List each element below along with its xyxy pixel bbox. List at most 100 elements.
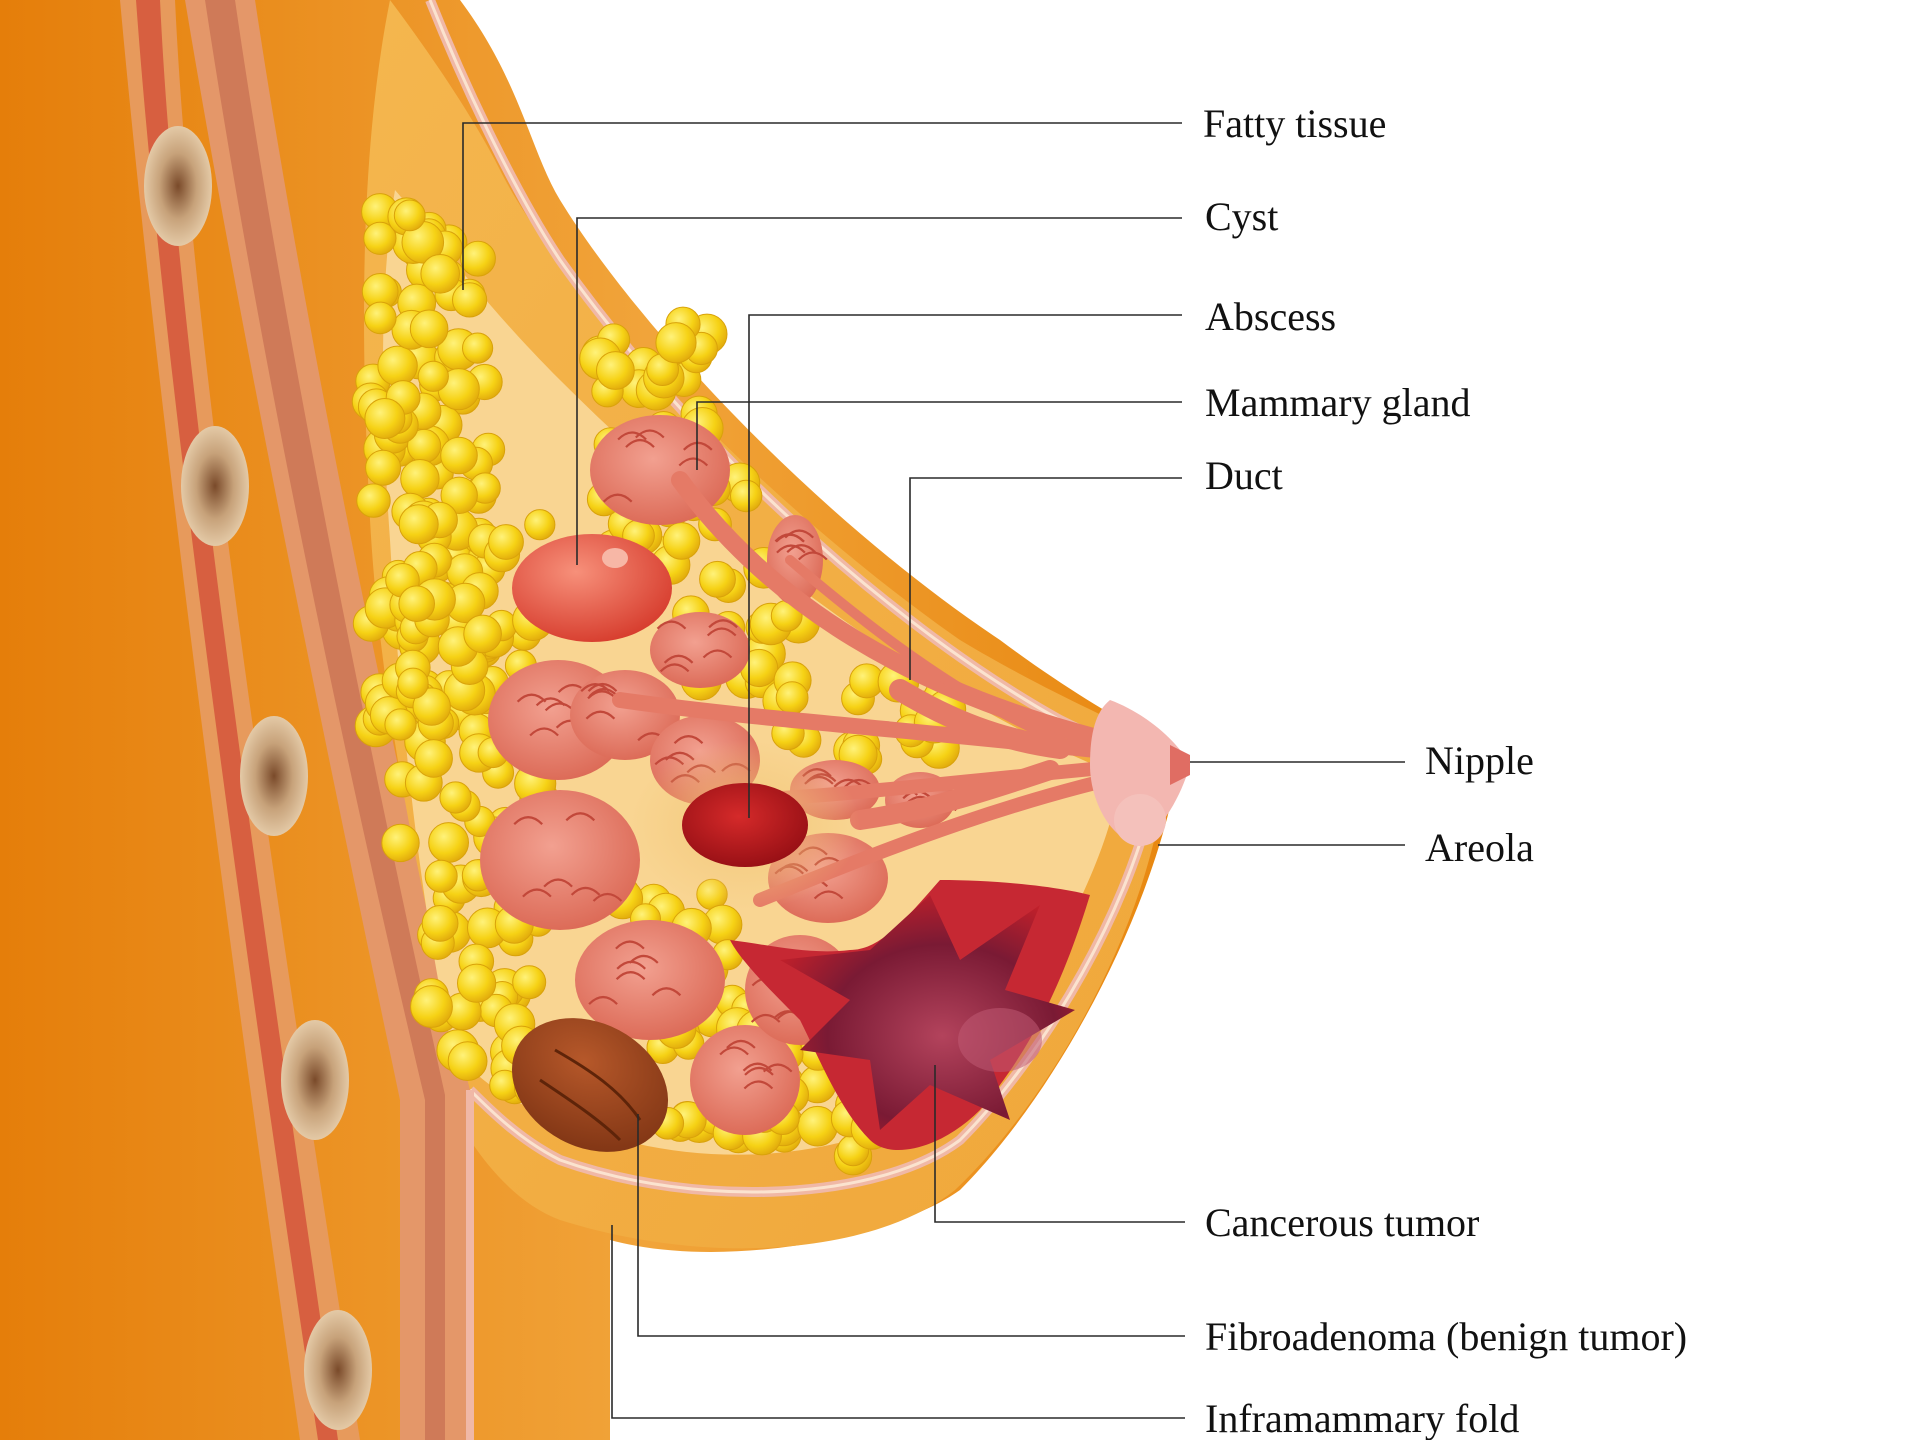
- label-fibroadenoma: Fibroadenoma (benign tumor): [1205, 1314, 1687, 1359]
- gland-texture: [615, 940, 645, 950]
- gland-texture: [651, 987, 682, 997]
- fat-lobule: [398, 504, 439, 545]
- label-abscess: Abscess: [1205, 294, 1336, 339]
- gland-texture: [742, 1062, 773, 1072]
- rib-bone: [144, 126, 212, 246]
- leader-fibroadenoma: [637, 1114, 1185, 1337]
- labels: Fatty tissue Cyst Abscess Mammary gland …: [1203, 101, 1687, 1440]
- gland-texture: [774, 533, 805, 543]
- fat-lobule: [797, 1105, 838, 1147]
- gland-texture: [629, 954, 659, 964]
- gland-texture: [565, 812, 596, 822]
- fat-lobule: [356, 483, 391, 518]
- fat-lobule: [397, 667, 429, 699]
- fat-lobule: [447, 1041, 488, 1081]
- fat-lobule: [439, 781, 472, 814]
- gland-texture: [588, 996, 618, 1005]
- nipple: [1170, 745, 1190, 785]
- gland-texture: [570, 886, 601, 896]
- gland-texture: [615, 971, 646, 981]
- rib-bone: [240, 716, 308, 836]
- pectoral-muscle: [185, 0, 470, 1440]
- cancerous-tumor: [730, 880, 1090, 1150]
- fat-lobule: [457, 963, 497, 1003]
- fat-lobule: [363, 221, 397, 255]
- fat-lobule: [488, 524, 524, 560]
- gland-texture: [726, 1039, 756, 1049]
- gland-texture: [659, 663, 690, 673]
- leader-cancerous-tumor: [934, 1065, 1185, 1223]
- gland-texture: [743, 1080, 774, 1090]
- fat-lobule: [452, 282, 488, 318]
- label-cyst: Cyst: [1205, 194, 1278, 239]
- fat-lobule: [420, 253, 461, 294]
- gland-texture: [702, 649, 733, 659]
- fat-lobule: [398, 585, 436, 623]
- rib-bone: [181, 426, 249, 546]
- fat-lobule: [512, 965, 547, 1000]
- gland-texture: [543, 878, 573, 888]
- fat-lobule: [699, 560, 736, 598]
- gland-lobe: [575, 920, 725, 1040]
- label-inframammary-fold: Inframammary fold: [1205, 1396, 1519, 1440]
- fat-lobule: [364, 301, 397, 335]
- label-cancerous-tumor: Cancerous tumor: [1205, 1200, 1479, 1245]
- gland-texture: [663, 654, 694, 664]
- gland-texture: [673, 735, 704, 745]
- gland-texture: [535, 697, 566, 707]
- fat-lobule: [655, 322, 697, 364]
- rib-bone: [304, 1310, 372, 1430]
- fat-lobule: [365, 449, 402, 486]
- fat-lobule: [410, 985, 453, 1028]
- fat-lobule: [393, 199, 426, 232]
- cyst: [512, 534, 672, 642]
- fat-lobule: [440, 436, 478, 475]
- gland-lobe: [690, 1025, 800, 1135]
- gland-texture: [522, 888, 552, 898]
- gland-texture: [744, 1066, 774, 1076]
- fat-lobule: [364, 398, 406, 439]
- gland-texture: [585, 710, 616, 720]
- fat-lobule: [377, 345, 418, 386]
- rib-bone: [281, 1020, 349, 1140]
- gland-texture: [592, 892, 623, 902]
- leader-cyst: [576, 217, 1182, 565]
- leader-mammary-gland: [696, 401, 1182, 470]
- gland-lobe: [480, 790, 640, 930]
- fat-lobule: [381, 823, 420, 863]
- fat-lobule: [596, 351, 635, 390]
- fat-lobule: [412, 687, 451, 726]
- gland-texture: [813, 890, 844, 900]
- gland-texture: [656, 620, 687, 630]
- gland-texture: [708, 619, 738, 629]
- gland-texture: [776, 544, 806, 554]
- abscess: [630, 740, 860, 910]
- gland-texture: [587, 683, 618, 692]
- fat-lobule: [414, 739, 453, 778]
- leader-abscess: [748, 314, 1182, 818]
- gland-texture: [625, 439, 655, 448]
- gland-texture: [635, 429, 665, 439]
- gland-lobe: [650, 612, 750, 688]
- fat-lobule: [400, 459, 440, 499]
- gland-texture: [602, 493, 633, 503]
- gland-texture: [529, 727, 559, 737]
- gland-texture: [617, 431, 647, 441]
- fat-lobule: [421, 905, 459, 942]
- fat-lobule: [524, 509, 556, 541]
- gland-texture: [513, 816, 543, 826]
- gland-texture: [786, 544, 816, 554]
- areola: [1090, 700, 1190, 846]
- fat-lobule: [424, 859, 458, 893]
- gland-texture: [798, 551, 828, 561]
- fat-lobule: [662, 522, 701, 560]
- fat-lobule: [428, 822, 470, 863]
- fat-lobule: [462, 332, 494, 364]
- leader-inframammary-fold: [611, 1225, 1185, 1419]
- label-areola: Areola: [1425, 825, 1534, 870]
- fat-lobule: [417, 360, 449, 392]
- fat-lobule: [460, 240, 496, 277]
- rib-bones: [144, 126, 372, 1430]
- leader-fatty-tissue: [462, 122, 1182, 290]
- fat-lobule: [775, 681, 809, 715]
